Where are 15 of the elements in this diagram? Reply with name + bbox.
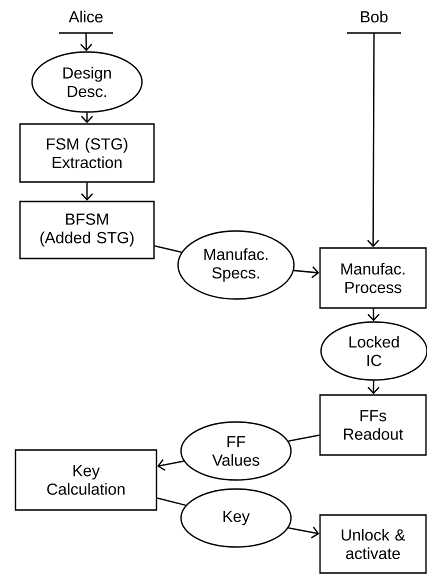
arrow	[367, 380, 380, 394]
arrow	[80, 182, 94, 201]
arrow	[288, 526, 320, 538]
process-box: BFSM (Added STG)	[19, 200, 155, 260]
arrow	[294, 266, 320, 278]
actor-label: Alice	[59, 10, 113, 34]
arrow	[80, 33, 92, 52]
actor-label: Bob	[347, 10, 401, 34]
arrow	[157, 459, 184, 471]
process-box: Manufac. Process	[319, 247, 427, 309]
process-box: Unlock & activate	[319, 514, 427, 574]
process-box: FSM (STG) Extraction	[19, 123, 155, 183]
process-box: FFs Readout	[319, 394, 427, 456]
process-box: Key Calculation	[14, 449, 158, 511]
arrow	[367, 33, 380, 248]
